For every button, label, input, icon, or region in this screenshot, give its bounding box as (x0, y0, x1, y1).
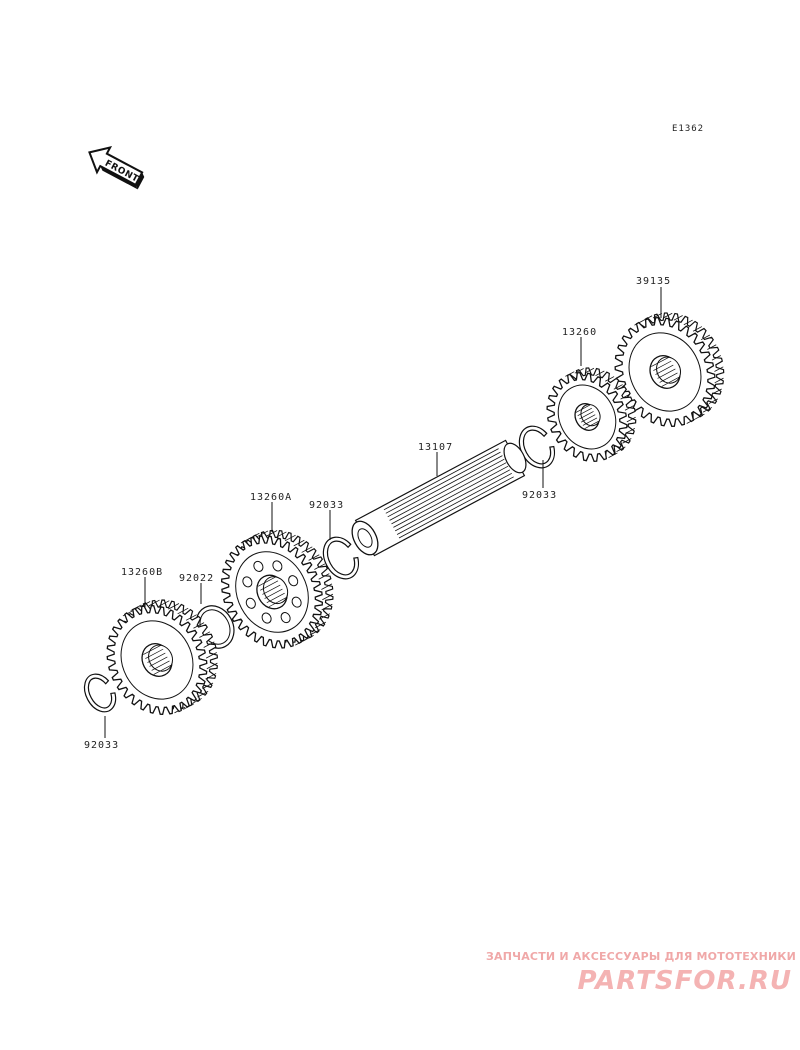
gear-39135 (614, 312, 725, 428)
gear-13260a (220, 529, 334, 649)
shaft-part (351, 439, 527, 557)
part-label-13260b: 13260B (121, 567, 163, 578)
part-label-92022: 92022 (179, 573, 214, 584)
part-label-13260: 13260 (562, 327, 597, 338)
watermark-logo: PARTSFOR.RU (577, 966, 792, 996)
diagram-id-label: E1362 (672, 124, 705, 134)
part-label-92033-mid: 92033 (309, 500, 344, 511)
gear-13260 (546, 367, 637, 463)
watermark-tagline: ЗАПЧАСТИ И АКСЕССУАРЫ ДЛЯ МОТОТЕХНИКИ (486, 950, 796, 963)
circlip-92033-left (83, 673, 117, 713)
part-label-92033-left: 92033 (84, 740, 119, 751)
gear-13260b (106, 599, 219, 715)
circlip-92033-mid (322, 536, 360, 580)
part-label-13260a: 13260A (250, 492, 292, 503)
front-arrow-icon: FRONT (88, 146, 145, 190)
leader-lines (104, 287, 662, 738)
part-label-13107: 13107 (418, 442, 453, 453)
part-label-39135: 39135 (636, 276, 671, 287)
circlip-92033-right (518, 425, 556, 469)
part-label-92033-right: 92033 (522, 490, 557, 501)
